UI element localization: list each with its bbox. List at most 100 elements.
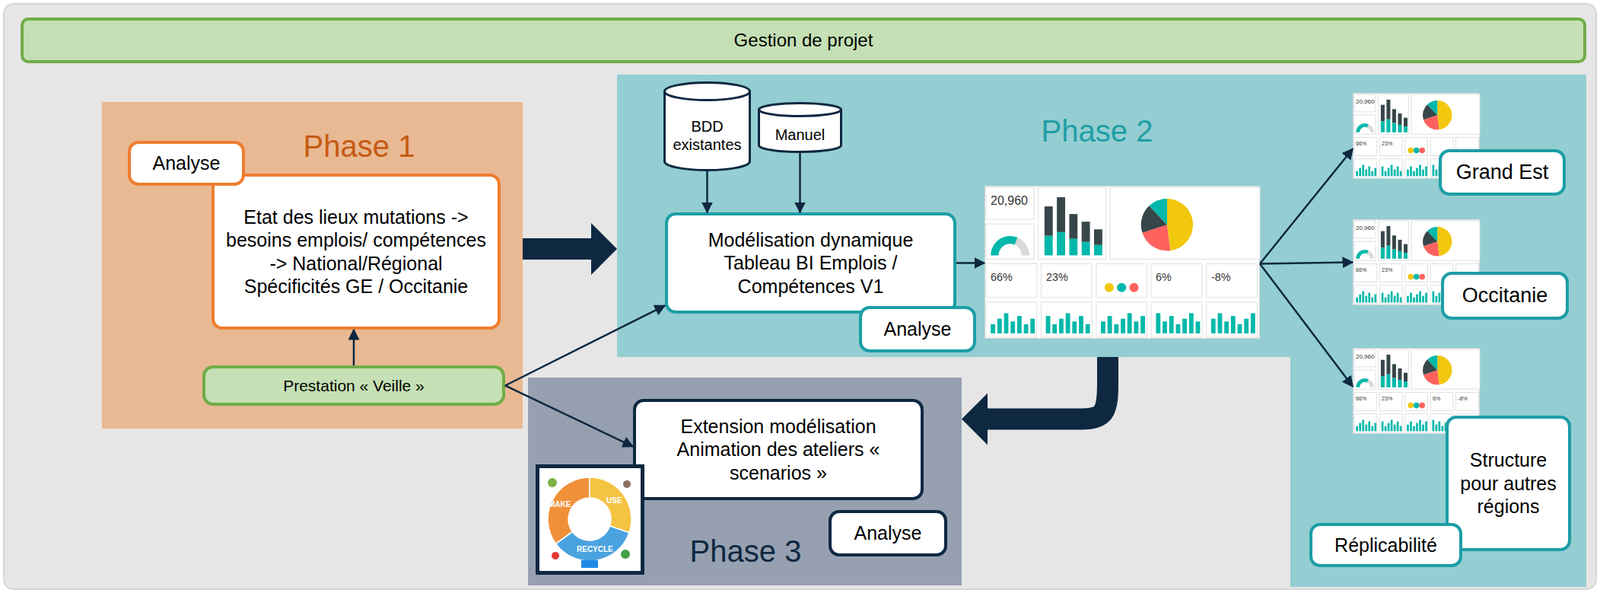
box-label: Structure pour autres régions [1456, 448, 1561, 519]
dashboard-card [986, 264, 1037, 298]
database-cylinder: BDD existantes [663, 81, 751, 172]
dashboard-card [1096, 264, 1148, 298]
dashboard-value: 23% [1381, 267, 1393, 274]
dashboard-card [1354, 137, 1378, 156]
process-box: Etat des lieux mutations -> besoins empl… [211, 173, 501, 330]
connector-arrow [353, 329, 356, 366]
dashboard-card [986, 187, 1034, 220]
box-label: Gestion de projet [734, 29, 874, 51]
icon-word: MAKE [548, 499, 571, 509]
dashboard-value: 6% [1432, 395, 1441, 402]
connector-arrow [505, 305, 665, 385]
dashboard-card [1411, 349, 1480, 389]
tag-box: Analyse [127, 140, 245, 186]
dashboard-card [1405, 413, 1429, 433]
dashboard-card [1040, 302, 1092, 338]
box-label: Modélisation dynamique Tableau BI Emploi… [675, 228, 946, 299]
icon-word: RECYCLE [576, 544, 614, 554]
dashboard-card [1354, 241, 1376, 261]
dashboard-value: -8% [1457, 395, 1468, 402]
dashboard-value: 66% [1355, 140, 1367, 147]
dashboard-card [1379, 137, 1403, 156]
dashboard-card [1206, 264, 1258, 298]
dashboard-card [1379, 159, 1403, 179]
phase-title: Phase 1 [244, 127, 474, 166]
dashboard-panel: 20,96066%23%6%-8% [984, 185, 1260, 339]
dashboard-card [1405, 264, 1429, 283]
dashboard-card [1354, 413, 1378, 433]
dashboard-card [1405, 159, 1429, 179]
phase-title: Phase 2 [982, 111, 1212, 150]
tag-box: Analyse [858, 305, 977, 353]
dashboard-card [1378, 220, 1410, 261]
dashboard-card [1354, 159, 1378, 179]
connector-arrow [1259, 262, 1353, 265]
dashboard-card [1456, 392, 1480, 411]
dashboard-value: 23% [1046, 270, 1069, 284]
dashboard-card [1151, 264, 1203, 298]
tag-box: Analyse [828, 509, 948, 557]
dashboard-card [1354, 285, 1378, 305]
dashboard-value: 66% [1355, 267, 1367, 274]
box-label: BDD existantes [666, 117, 748, 154]
dashboard-card [1040, 264, 1092, 298]
tag-box: Grand Est [1438, 149, 1566, 196]
dashboard-card [1379, 264, 1403, 283]
dashboard-card [1405, 285, 1429, 305]
dashboard-card [1038, 187, 1107, 259]
process-box: Modélisation dynamique Tableau BI Emploi… [664, 212, 957, 314]
connector-arrow [505, 385, 634, 447]
dashboard-card [1354, 369, 1376, 389]
dashboard-card [1354, 114, 1376, 134]
process-box: Prestation « Veille » [202, 365, 506, 406]
dashboard-value: 23% [1381, 395, 1393, 402]
connector-arrow [706, 171, 709, 213]
tag-box: Structure pour autres régions [1445, 415, 1572, 551]
dashboard-card [1354, 392, 1378, 411]
dashboard-value: 20,960 [990, 194, 1028, 208]
dashboard-value: 20,960 [1355, 98, 1375, 105]
dashboard-card [1206, 302, 1258, 338]
dashboard-card [1354, 220, 1376, 239]
dashboard-card [1405, 137, 1429, 156]
phase-title: Phase 3 [631, 531, 860, 570]
dashboard-card [1378, 94, 1410, 134]
box-label: Prestation « Veille » [283, 375, 425, 396]
box-label: Grand Est [1456, 159, 1550, 185]
dashboard-value: 66% [990, 270, 1013, 284]
dashboard-card [986, 302, 1037, 338]
box-label: Réplicabilité [1334, 533, 1438, 557]
dashboard-card [1379, 285, 1403, 305]
dashboard-card [1430, 392, 1454, 411]
dashboard-card [1151, 302, 1203, 338]
dashboard-card [1096, 302, 1148, 338]
dashboard-value: -8% [1211, 270, 1232, 284]
tag-box: Réplicabilité [1309, 522, 1463, 567]
dashboard-value: 20,960 [1355, 224, 1375, 232]
box-label: Etat des lieux mutations -> besoins empl… [222, 205, 490, 299]
dashboard-charts [985, 186, 1261, 340]
dashboard-value: 23% [1381, 140, 1393, 147]
dashboard-card [1354, 94, 1376, 112]
connector-arrow [1259, 264, 1353, 387]
dashboard-card [1354, 349, 1376, 367]
connector-arrow [1259, 148, 1353, 264]
block-arrow [522, 238, 592, 260]
dashboard-card [1379, 392, 1403, 411]
dashboard-card [986, 223, 1034, 259]
database-cylinder: Manuel [757, 101, 843, 153]
tag-box: Occitanie [1440, 271, 1569, 320]
box-label: Analyse [884, 317, 952, 341]
process-box: Extension modélisation Animation des ate… [633, 398, 924, 500]
box-label: Extension modélisation Animation des ate… [643, 414, 913, 485]
dashboard-value: 66% [1355, 395, 1367, 402]
dashboard-card [1110, 187, 1260, 259]
box-label: Manuel [775, 125, 826, 144]
connector-arrow [956, 261, 985, 265]
dashboard-card [1379, 413, 1403, 433]
box-label: Analyse [152, 151, 221, 175]
dashboard-value: 20,960 [1355, 353, 1375, 360]
box-label: Occitanie [1462, 283, 1549, 309]
project-band: Gestion de projet [20, 17, 1587, 64]
block-arrow [987, 356, 1108, 420]
